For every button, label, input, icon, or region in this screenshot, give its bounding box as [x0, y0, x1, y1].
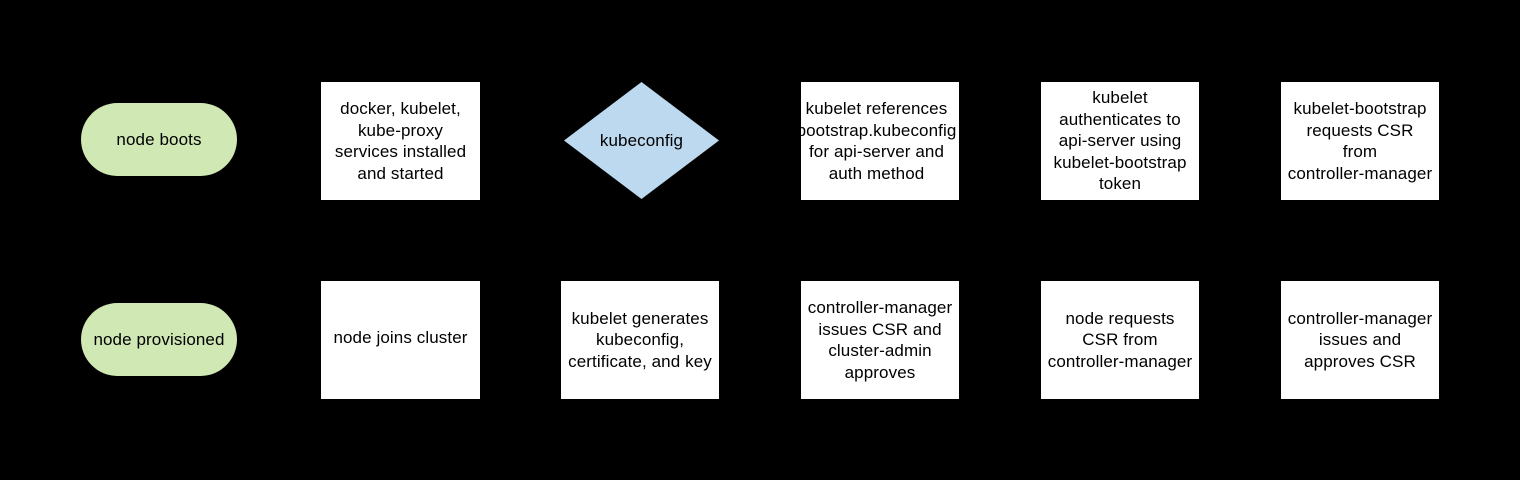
node-label: docker, kubelet, kube-proxy services ins… [334, 99, 467, 183]
node-label: kubelet generates kubeconfig, certificat… [568, 308, 712, 371]
node-label: kubelet references bootstrap.kubeconfig … [796, 99, 957, 183]
node-services-installed[interactable]: docker, kubelet, kube-proxy services ins… [321, 82, 480, 200]
node-kubelet-authenticates[interactable]: kubelet authenticates to api-server usin… [1041, 82, 1199, 200]
node-node-joins-cluster[interactable]: node joins cluster [321, 281, 480, 399]
node-controller-manager-issues-csr[interactable]: controller-manager issues CSR and cluste… [801, 281, 959, 399]
node-label: kubelet-bootstrap requests CSR from cont… [1287, 99, 1433, 183]
node-kubeconfig-decision[interactable]: kubeconfig [564, 82, 719, 199]
node-label: node provisioned [93, 329, 225, 349]
node-controller-manager-approves-csr[interactable]: controller-manager issues and approves C… [1281, 281, 1439, 399]
node-label: controller-manager issues CSR and cluste… [807, 298, 953, 382]
node-node-boots[interactable]: node boots [81, 103, 237, 176]
node-label: controller-manager issues and approves C… [1287, 308, 1433, 371]
node-label: node boots [116, 129, 202, 149]
node-kubelet-generates[interactable]: kubelet generates kubeconfig, certificat… [561, 281, 719, 399]
node-kubelet-references-bootstrap[interactable]: kubelet references bootstrap.kubeconfig … [797, 82, 959, 200]
node-label: node requests CSR from controller-manage… [1047, 308, 1193, 371]
node-label: kubelet authenticates to api-server usin… [1053, 88, 1187, 194]
node-node-provisioned[interactable]: node provisioned [81, 303, 237, 376]
node-label: kubeconfig [599, 130, 684, 150]
node-label: node joins cluster [333, 328, 468, 348]
node-kubelet-bootstrap-requests-csr[interactable]: kubelet-bootstrap requests CSR from cont… [1281, 82, 1439, 200]
node-node-requests-csr[interactable]: node requests CSR from controller-manage… [1041, 281, 1199, 399]
